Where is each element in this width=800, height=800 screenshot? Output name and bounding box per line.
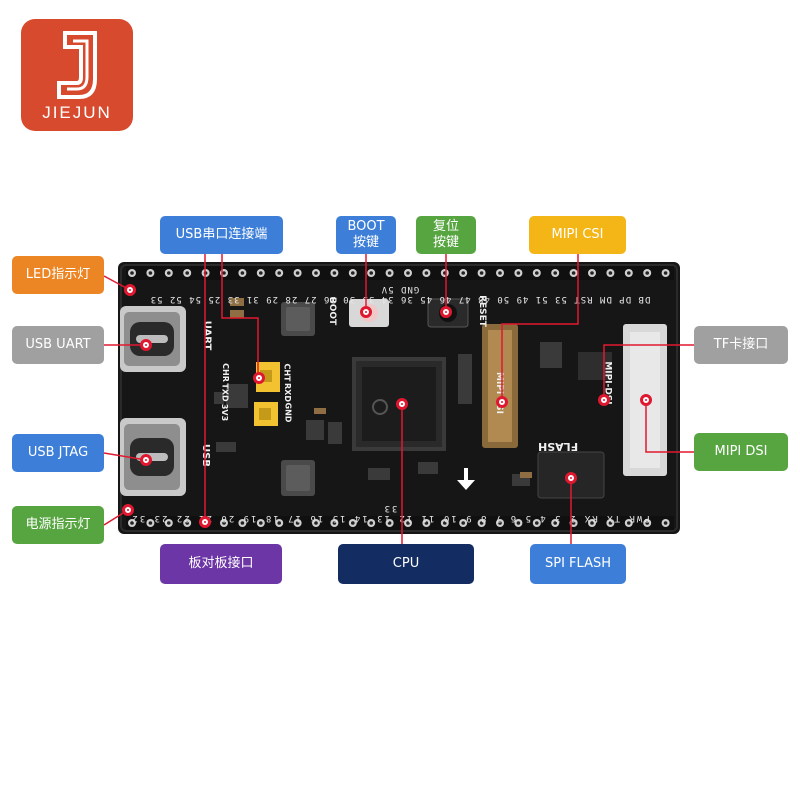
top-pin-hole — [663, 271, 668, 275]
top-pin-hole — [498, 271, 502, 275]
top-pin-hole — [295, 271, 300, 275]
bottom-pin-hole — [627, 521, 631, 525]
top-pin-hole — [314, 271, 318, 275]
bottom-pin-hole — [369, 521, 373, 525]
top-pin-hole — [222, 271, 226, 275]
logo-text: JIEJUN — [42, 103, 112, 122]
callout-mipi-dsi: MIPI DSI — [694, 433, 788, 471]
bottom-pin-hole — [148, 521, 153, 525]
bottom-pin-hole — [406, 521, 410, 525]
bottom-pin-hole — [571, 521, 576, 525]
marker-usb-uart — [140, 339, 152, 351]
top-pin-hole — [332, 271, 337, 275]
callout-reset: 复位按键 — [416, 216, 476, 254]
marker-power-led — [122, 504, 134, 516]
top-pin-hole — [553, 271, 557, 275]
top-pin-hole — [148, 271, 153, 275]
callout-usb-serial: USB串口连接端 — [160, 216, 283, 254]
marker-board-conn — [199, 516, 211, 528]
marker-spi-flash — [565, 472, 577, 484]
bottom-pin-hole — [314, 521, 318, 525]
callout-power-led: 电源指示灯 — [12, 506, 104, 544]
brand-logo: JIEJUN — [21, 19, 133, 131]
top-pin-hole — [645, 271, 649, 275]
callout-cpu: CPU — [338, 544, 474, 584]
jumper-block — [254, 362, 280, 426]
callout-spi-flash: SPI FLASH — [530, 544, 626, 584]
top-pin-hole — [240, 271, 245, 275]
top-pin-hole — [535, 271, 539, 275]
top-pin-hole — [351, 271, 355, 275]
top-pin-hole — [277, 271, 281, 275]
bottom-pin-hole — [332, 521, 337, 525]
top-pin-header — [126, 266, 674, 280]
marker-boot — [360, 306, 372, 318]
dev-board — [118, 262, 680, 534]
marker-cpu — [396, 398, 408, 410]
marker-mipi-csi — [496, 396, 508, 408]
top-pin-hole — [387, 271, 392, 275]
bottom-pin-hole — [535, 521, 539, 525]
mipi-csi-connector — [482, 324, 518, 448]
top-pin-hole — [608, 271, 613, 275]
marker-usb-serial — [253, 372, 265, 384]
bottom-pin-hole — [590, 521, 594, 525]
bottom-pin-hole — [553, 521, 557, 525]
bottom-pin-hole — [498, 521, 502, 525]
bottom-pin-hole — [185, 521, 189, 525]
top-pin-hole — [516, 271, 521, 275]
top-pin-hole — [479, 271, 484, 275]
bottom-pin-hole — [479, 521, 484, 525]
bottom-pin-hole — [516, 521, 521, 525]
top-pin-hole — [167, 271, 171, 275]
marker-mipi-dsi — [640, 394, 652, 406]
bottom-pin-hole — [608, 521, 613, 525]
bottom-pin-hole — [295, 521, 300, 525]
logo-mark-icon — [57, 31, 97, 99]
bottom-pin-hole — [130, 521, 134, 525]
callout-board-conn: 板对板接口 — [160, 544, 282, 584]
bottom-pin-hole — [387, 521, 392, 525]
callout-usb-jtag: USB JTAG — [12, 434, 104, 472]
top-pin-hole — [406, 271, 410, 275]
arrow-down-icon — [457, 468, 475, 490]
marker-reset — [440, 306, 452, 318]
marker-led — [124, 284, 136, 296]
bottom-pin-hole — [259, 521, 263, 525]
bottom-pin-hole — [443, 521, 447, 525]
marker-usb-jtag — [140, 454, 152, 466]
bottom-pin-hole — [222, 521, 226, 525]
top-pin-hole — [424, 271, 429, 275]
bottom-pin-hole — [351, 521, 355, 525]
bottom-pin-hole — [240, 521, 245, 525]
usb-uart-connector — [120, 306, 186, 372]
bottom-pin-hole — [424, 521, 429, 525]
top-pin-hole — [130, 271, 134, 275]
bottom-pin-hole — [663, 521, 668, 525]
top-pin-hole — [461, 271, 466, 275]
callout-led: LED指示灯 — [12, 256, 104, 294]
callout-usb-uart: USB UART — [12, 326, 104, 364]
top-pin-hole — [627, 271, 631, 275]
callout-tf-card: TF卡接口 — [694, 326, 788, 364]
top-pin-hole — [185, 271, 189, 275]
marker-tf-card — [598, 394, 610, 406]
bottom-pin-header — [126, 516, 674, 530]
bottom-pin-hole — [167, 521, 171, 525]
usb-jtag-connector — [120, 418, 186, 496]
bottom-pin-hole — [277, 521, 281, 525]
top-pin-hole — [259, 271, 263, 275]
top-pin-hole — [590, 271, 594, 275]
top-pin-hole — [369, 271, 373, 275]
bottom-pin-hole — [461, 521, 466, 525]
bottom-pin-hole — [645, 521, 649, 525]
callout-mipi-csi: MIPI CSI — [529, 216, 626, 254]
top-pin-hole — [571, 271, 576, 275]
